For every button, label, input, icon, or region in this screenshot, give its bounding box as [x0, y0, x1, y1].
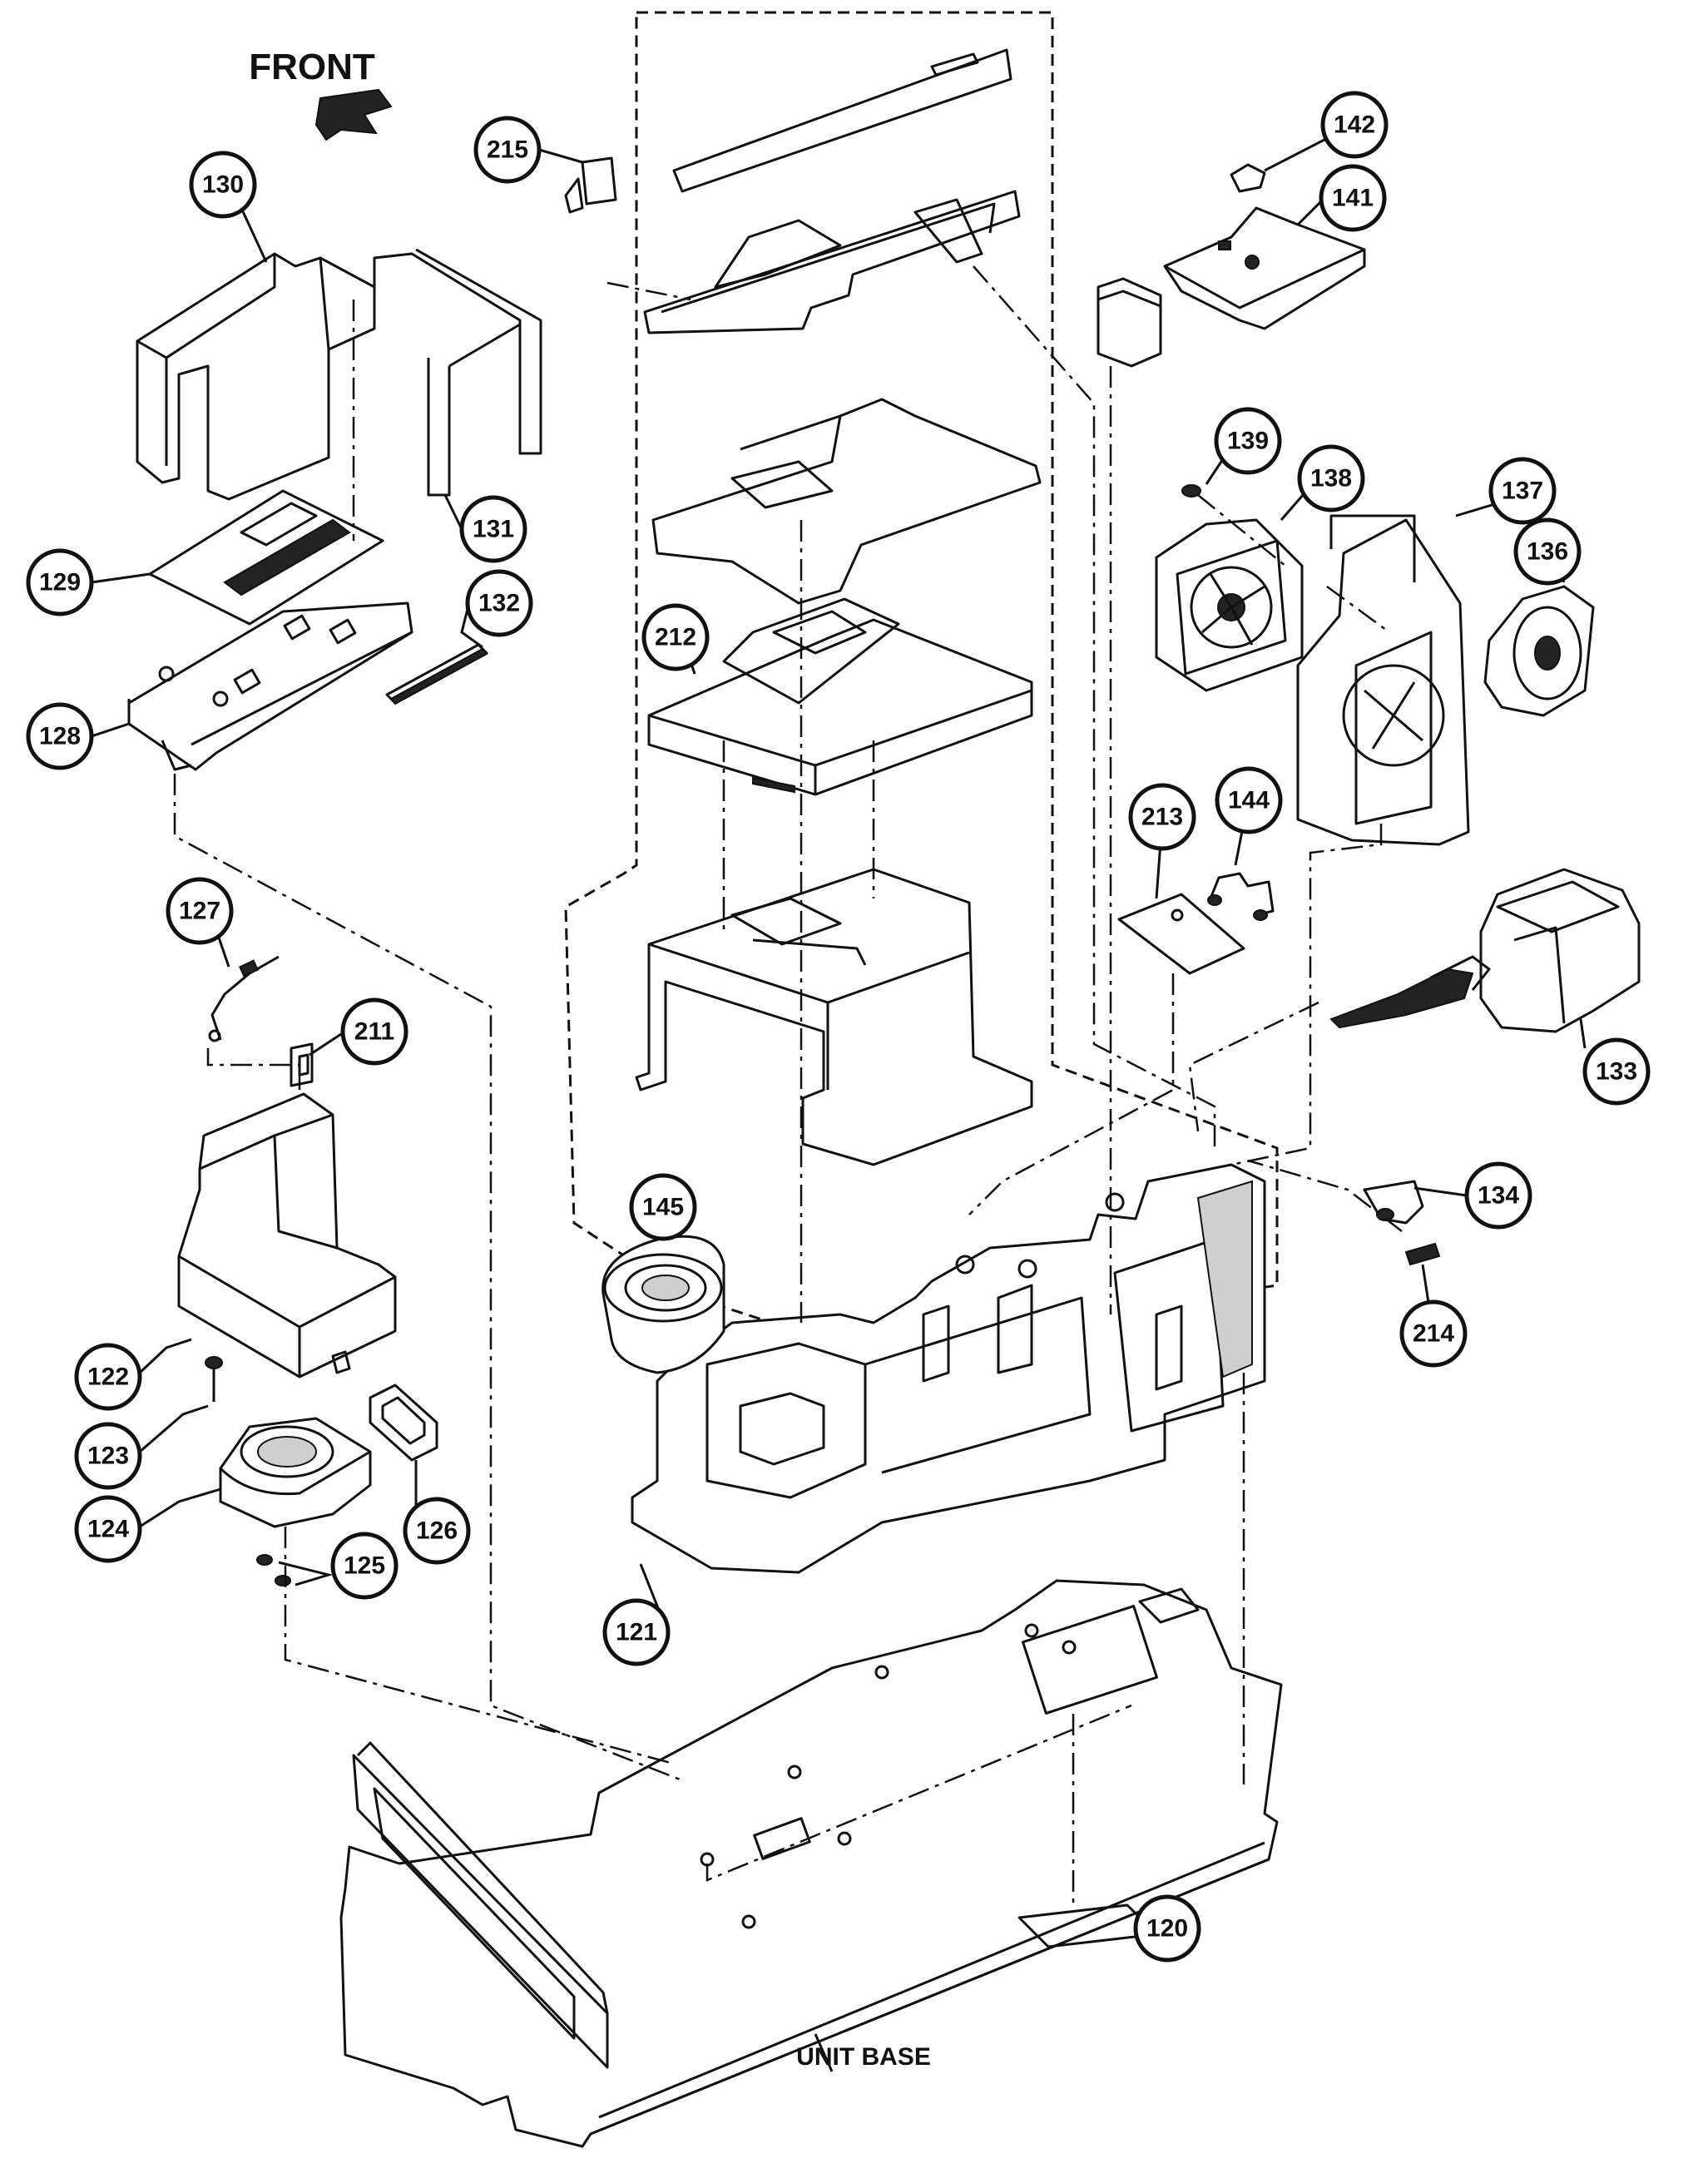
front-label: FRONT	[249, 47, 375, 87]
blower-136	[1483, 585, 1595, 717]
front-arrow-icon	[314, 88, 393, 141]
callout-131: 131	[459, 495, 527, 563]
callout-132: 132	[465, 569, 533, 637]
svg-text:144: 144	[1228, 787, 1270, 814]
svg-text:129: 129	[39, 569, 81, 596]
svg-text:123: 123	[87, 1443, 129, 1470]
air-duct-122	[177, 1092, 397, 1379]
callout-145: 145	[629, 1173, 697, 1241]
svg-text:131: 131	[473, 516, 514, 543]
callout-141: 141	[1319, 164, 1387, 232]
power-chassis	[635, 868, 1033, 1166]
callout-123: 123	[74, 1422, 142, 1490]
cable-127	[208, 955, 280, 1042]
blower-fan-124	[219, 1417, 372, 1528]
bracket-211	[290, 1042, 314, 1087]
svg-text:142: 142	[1334, 111, 1375, 139]
callout-138: 138	[1297, 444, 1365, 512]
fan-138	[1155, 518, 1304, 692]
harness-144	[1207, 872, 1275, 921]
svg-text:138: 138	[1310, 465, 1352, 493]
svg-text:213: 213	[1141, 804, 1183, 831]
callout-136: 136	[1513, 517, 1582, 586]
svg-text:139: 139	[1227, 428, 1269, 455]
svg-text:121: 121	[616, 1619, 657, 1646]
svg-text:211: 211	[354, 1018, 394, 1046]
switch-134	[1363, 1180, 1424, 1225]
bracket-141-box	[1097, 277, 1162, 368]
svg-text:122: 122	[87, 1364, 129, 1391]
washer-139	[1181, 484, 1201, 497]
svg-text:215: 215	[487, 136, 528, 164]
connector-214	[1404, 1242, 1441, 1266]
callout-215: 215	[473, 116, 542, 184]
callout-144: 144	[1215, 766, 1283, 834]
svg-text:214: 214	[1413, 1320, 1454, 1348]
callout-128: 128	[26, 702, 94, 770]
lens-145	[602, 1235, 725, 1374]
callout-120: 120	[1133, 1894, 1201, 1963]
optical-engine-121	[631, 1163, 1266, 1574]
callout-133: 133	[1582, 1037, 1651, 1106]
board-141	[1163, 206, 1366, 330]
svg-text:134: 134	[1478, 1182, 1519, 1210]
unit-base	[339, 1579, 1283, 2148]
callout-129: 129	[26, 548, 94, 616]
bracket-131	[373, 248, 542, 497]
shield-plate	[651, 398, 1042, 605]
top-cover-130	[136, 252, 376, 501]
callout-214: 214	[1399, 1299, 1468, 1368]
screw-123	[205, 1356, 223, 1402]
svg-text:126: 126	[416, 1517, 458, 1545]
board-213	[1117, 893, 1245, 975]
callout-211: 211	[340, 997, 408, 1066]
svg-text:127: 127	[179, 898, 220, 925]
callout-125: 125	[330, 1532, 399, 1600]
svg-text:132: 132	[478, 590, 520, 617]
svg-text:130: 130	[202, 171, 244, 199]
top-panel	[672, 48, 1012, 193]
heat-rail-132	[385, 643, 488, 705]
assembly-guides	[173, 265, 1403, 1905]
callout-134: 134	[1464, 1161, 1532, 1230]
svg-text:136: 136	[1527, 538, 1568, 566]
callout-124: 124	[74, 1495, 142, 1563]
callout-130: 130	[189, 151, 257, 219]
upper-frame	[643, 190, 1021, 334]
unit-base-label: UNIT BASE	[796, 2043, 931, 2071]
lamp-unit-133	[1329, 868, 1641, 1033]
callout-137: 137	[1488, 457, 1557, 525]
filter-126	[369, 1384, 438, 1462]
svg-text:124: 124	[87, 1516, 129, 1543]
svg-text:120: 120	[1146, 1915, 1188, 1943]
callout-127: 127	[166, 877, 234, 945]
callout-142: 142	[1320, 91, 1389, 159]
svg-text:145: 145	[642, 1194, 684, 1221]
base-plate-128	[127, 601, 413, 771]
svg-text:133: 133	[1596, 1058, 1637, 1086]
clip-142	[1230, 163, 1266, 193]
svg-text:212: 212	[655, 624, 696, 651]
svg-text:125: 125	[344, 1552, 385, 1580]
svg-text:137: 137	[1502, 478, 1543, 505]
circuit-board-129	[148, 489, 384, 626]
callout-122: 122	[74, 1343, 142, 1411]
svg-text:128: 128	[39, 723, 81, 750]
fan-housing-137	[1296, 514, 1470, 846]
callout-213: 213	[1128, 783, 1196, 851]
tray-212	[647, 597, 1033, 796]
svg-text:141: 141	[1332, 185, 1374, 212]
board-215	[564, 156, 617, 214]
callout-121: 121	[602, 1598, 671, 1666]
callout-212: 212	[641, 603, 710, 671]
callout-139: 139	[1214, 407, 1282, 475]
callout-126: 126	[403, 1497, 471, 1565]
screws-125	[256, 1554, 291, 1586]
